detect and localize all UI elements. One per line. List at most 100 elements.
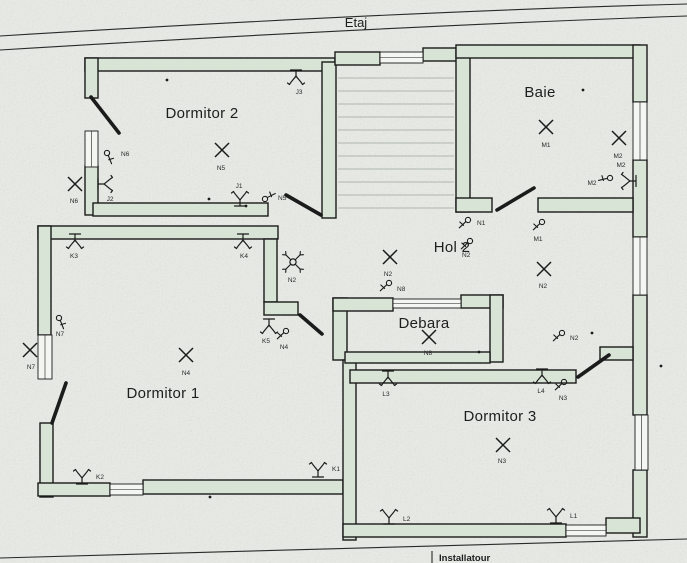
wall [605, 517, 641, 534]
page-top-line [0, 3, 687, 37]
page-frame: Etaj Installatour [0, 3, 687, 563]
page-top-line [0, 15, 687, 51]
wall [632, 44, 648, 103]
symbol-label: N8 [397, 286, 406, 293]
socket-icon [259, 318, 279, 335]
switch-icon [554, 378, 568, 391]
socket-icon [233, 233, 253, 250]
wall [84, 57, 336, 72]
walls-layer [37, 44, 648, 541]
symbol-label: N5 [278, 195, 287, 202]
switch-icon [598, 174, 614, 182]
symbol-label: J3 [296, 89, 303, 96]
door-leaf [298, 313, 324, 336]
socket-icon [72, 468, 92, 485]
symbol-label: K3 [70, 253, 78, 260]
door-leaf [284, 193, 323, 217]
door-leaf [89, 95, 121, 135]
wall [37, 482, 111, 497]
ink-dot [581, 88, 585, 92]
wall [455, 197, 493, 213]
titleblock-top-line [0, 538, 687, 559]
room-label-dormitor-1: Dormitor 1 [126, 385, 199, 402]
socket-icon [308, 461, 328, 478]
symbol-label: N6 [70, 198, 79, 205]
symbol-label: N3 [498, 458, 507, 465]
ink-dot [590, 331, 594, 335]
symbol-label: N6 [121, 151, 130, 158]
wall [455, 44, 641, 59]
lamp-icon [495, 437, 511, 453]
room-label-baie: Baie [524, 84, 555, 101]
ink-dot [244, 204, 248, 208]
ink-dot [207, 197, 211, 201]
door-leaf [576, 353, 611, 379]
symbol-label: L1 [570, 513, 578, 520]
wall [263, 238, 278, 303]
room-label-dormitor-2: Dormitor 2 [165, 105, 238, 122]
symbol-label: N4 [280, 344, 289, 351]
switch-icon [379, 279, 393, 292]
floor-title: Etaj [345, 15, 368, 30]
room-label-hol-2: Hol 2 [434, 239, 471, 256]
symbol-label: M2 [587, 180, 596, 187]
wall [632, 159, 648, 238]
ink-dot [659, 364, 663, 368]
wall [142, 479, 344, 495]
room-label-debara: Debara [399, 315, 450, 332]
symbol-label: L2 [403, 516, 411, 523]
symbol-label: K2 [96, 474, 104, 481]
symbol-label: J1 [236, 183, 243, 190]
symbol-label: K5 [262, 338, 270, 345]
switch-icon [276, 327, 290, 340]
lamp-icon [421, 329, 437, 345]
socket-icon [286, 69, 306, 86]
symbol-label: M1 [533, 236, 542, 243]
wall [342, 523, 567, 538]
symbol-label: N2 [539, 283, 548, 290]
socket-icon [230, 190, 250, 207]
symbol-label: N8 [424, 350, 433, 357]
socket-icon [620, 171, 637, 191]
wall [344, 351, 491, 364]
symbol-label: N2 [570, 335, 579, 342]
wall [342, 359, 357, 541]
wall [37, 225, 52, 336]
titleblock-label: Installatour [439, 553, 491, 563]
socket-icon [379, 508, 399, 525]
switch-icon [103, 149, 115, 165]
wall [422, 47, 461, 62]
staircase [338, 77, 454, 209]
wall [332, 297, 394, 312]
switch-icon [460, 237, 474, 250]
wall [321, 61, 337, 219]
wall [263, 301, 299, 316]
switch-icon [261, 191, 276, 203]
wall [455, 49, 471, 213]
wall [349, 369, 577, 384]
symbol-label: M2 [616, 162, 625, 169]
symbol-label: N3 [559, 395, 568, 402]
symbol-label: N4 [182, 370, 191, 377]
wall [84, 57, 99, 99]
ink-specks-layer [165, 78, 663, 499]
socket-icon [532, 368, 552, 385]
wall [92, 202, 269, 217]
wall [632, 294, 648, 416]
lamp-icon [67, 176, 83, 192]
lamp-icon [214, 142, 230, 158]
symbol-label: L3 [382, 391, 390, 398]
wall [489, 294, 504, 363]
doors-layer [50, 95, 611, 425]
symbol-label: K4 [240, 253, 248, 260]
symbol-label: M2 [613, 153, 622, 160]
symbol-label: N2 [384, 271, 393, 278]
symbol-label: L4 [537, 388, 545, 395]
switch-icon [55, 314, 67, 330]
door-leaf [50, 381, 68, 425]
wall [37, 225, 279, 240]
socket-icon [65, 233, 85, 250]
switch-icon [532, 218, 546, 231]
